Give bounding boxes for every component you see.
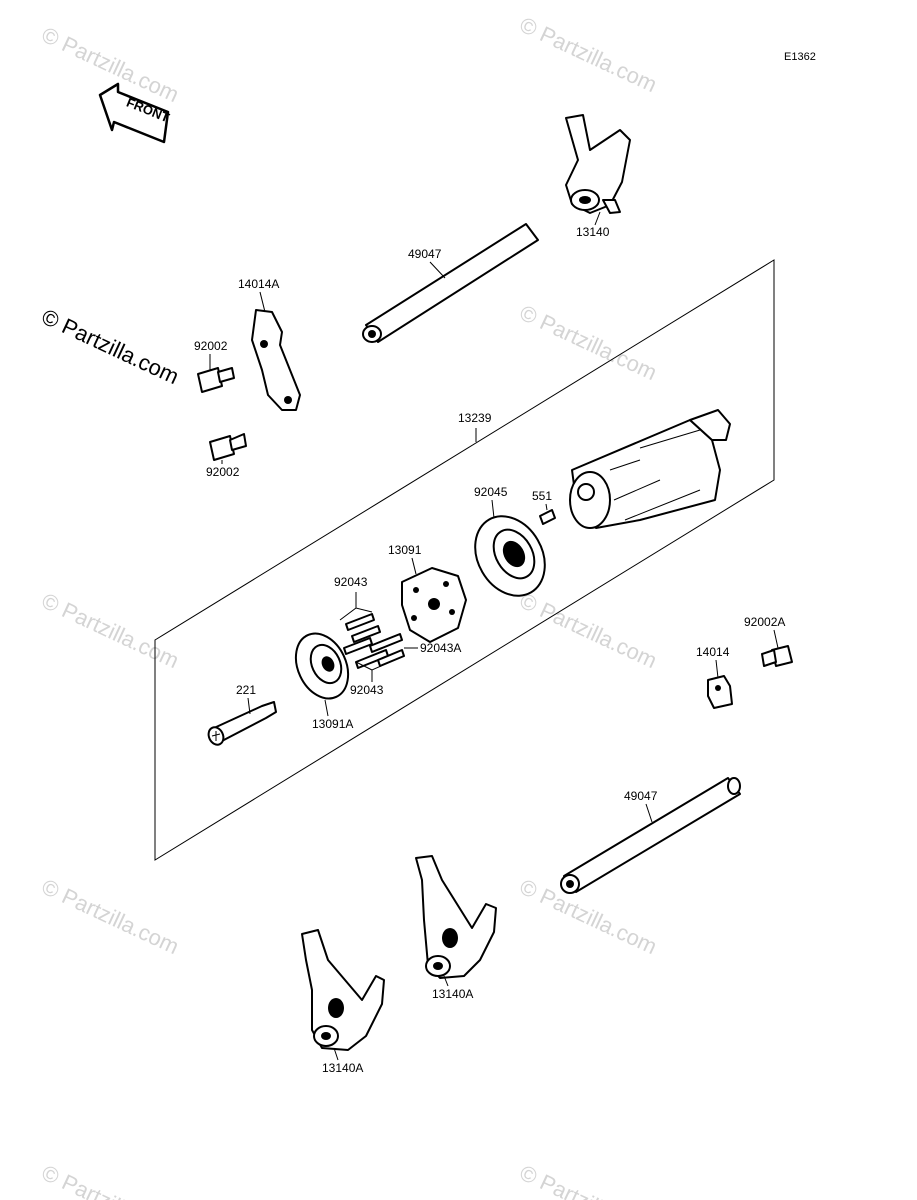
shift-fork-13140: 13140: [565, 114, 631, 239]
callout-221: 221: [236, 683, 256, 697]
plate-13091A: 13091A: [294, 632, 353, 731]
leader-92045: [491, 499, 495, 519]
callout-92043A: 92043A: [420, 641, 461, 655]
callout-13140: 13140: [576, 225, 610, 239]
leader-13140: [594, 211, 601, 226]
pins-92043-bottom: 92043: [350, 661, 391, 697]
leader-13091: [411, 557, 417, 575]
watermark: © Partzilla.com: [516, 1160, 661, 1200]
watermark: © Partzilla.com: [38, 588, 183, 673]
bolt-92002-bottom: 92002: [206, 433, 247, 479]
callout-13091A: 13091A: [312, 717, 353, 731]
bolt-92002-top: 92002: [194, 339, 235, 393]
leader-221: [247, 697, 251, 715]
leader-92043-bottom: [355, 661, 391, 682]
callout-92043-bottom: 92043: [350, 683, 384, 697]
shift-fork-13140A-right: 13140A: [415, 855, 497, 1001]
callout-551: 551: [532, 489, 552, 503]
watermark: © Partzilla.com: [516, 12, 661, 97]
callout-13140A-right: 13140A: [432, 987, 473, 1001]
pin-551: 551: [532, 489, 556, 525]
pins-92043A: 92043A: [355, 633, 461, 669]
leader-92043-top: [339, 592, 373, 621]
leader-13140A-left: [333, 1047, 339, 1061]
callout-13239: 13239: [458, 411, 492, 425]
watermark: © Partzilla.com: [38, 874, 183, 959]
callout-13140A-left: 13140A: [322, 1061, 363, 1075]
watermark: © Partzilla.com: [38, 304, 183, 389]
callout-14014: 14014: [696, 645, 730, 659]
callout-92002A: 92002A: [744, 615, 785, 629]
screw-221: 221: [207, 683, 277, 746]
bearing-92045: 92045: [474, 485, 546, 597]
pin-holder-13091: 13091: [388, 543, 467, 643]
callout-49047-bottom: 49047: [624, 789, 658, 803]
callout-13091: 13091: [388, 543, 422, 557]
leader-13091A: [324, 699, 329, 717]
shift-rod-49047-bottom: 49047: [560, 777, 741, 894]
diagram-code: E1362: [784, 51, 816, 63]
leader-13140A-right: [443, 975, 449, 987]
plate-14014: 14014: [696, 645, 733, 709]
callout-49047-top: 49047: [408, 247, 442, 261]
pins-92043-top: 92043: [334, 575, 381, 655]
shift-fork-13140A-left: 13140A: [301, 929, 385, 1075]
leader-14014: [715, 659, 719, 679]
callout-92043-top: 92043: [334, 575, 368, 589]
callout-92002-bottom: 92002: [206, 465, 240, 479]
shift-rod-49047-top: 49047: [362, 223, 539, 343]
callout-14014A: 14014A: [238, 277, 279, 291]
bolt-92002A: 92002A: [744, 615, 793, 667]
callout-92002-top: 92002: [194, 339, 228, 353]
leader-92002A: [773, 629, 779, 649]
leader-551: [545, 503, 548, 511]
watermark: © Partzilla.com: [516, 588, 661, 673]
watermark: © Partzilla.com: [516, 874, 661, 959]
leader-49047-top: [429, 261, 446, 279]
assembly-frame: [154, 259, 775, 861]
callout-92045: 92045: [474, 485, 508, 499]
bracket-14014A: 14014A: [238, 277, 301, 411]
watermark: © Partzilla.com: [38, 1160, 183, 1200]
shift-drum-13239: 13239: [458, 409, 731, 529]
leader-14014A: [259, 291, 266, 313]
leader-49047-bottom: [645, 803, 653, 823]
